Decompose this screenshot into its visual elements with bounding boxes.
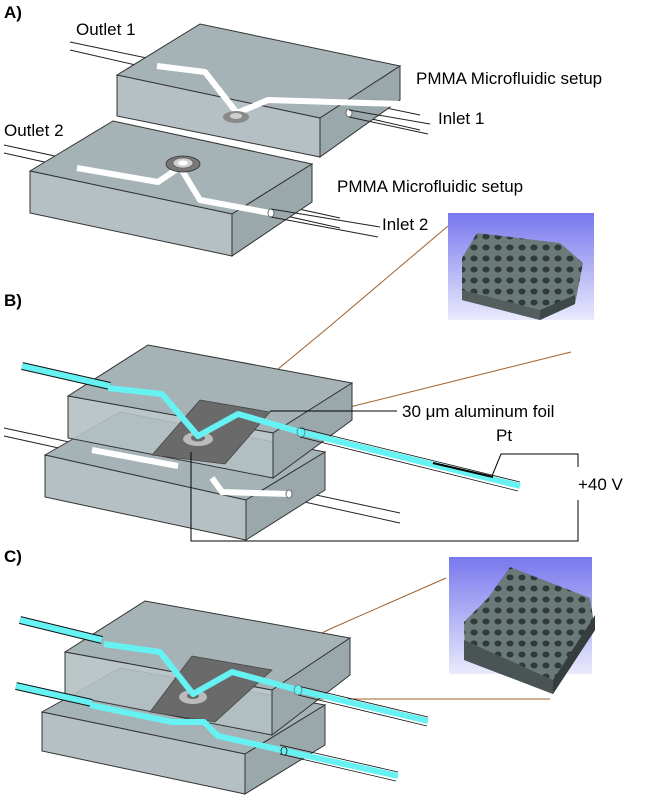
panel-c-label: C) [4, 547, 22, 566]
panel-b: B) [3, 225, 624, 542]
pt-label: Pt [496, 426, 512, 445]
membrane-inset-b [448, 213, 594, 320]
panel-a-label: A) [4, 3, 22, 22]
pt-electrode [432, 462, 494, 478]
voltage-circuit [190, 452, 579, 542]
voltage-label: +40 V [578, 475, 624, 494]
setup-top-label: PMMA Microfluidic setup [416, 69, 602, 88]
membrane-inset-c [449, 557, 595, 694]
channel-filled-c-top [103, 641, 429, 724]
panel-c: C) [4, 547, 550, 795]
panel-b-label: B) [4, 291, 22, 310]
setup-bottom-label: PMMA Microfluidic setup [337, 177, 523, 196]
pmma-block-top-a [69, 23, 431, 158]
channel-filled-c-bottom [89, 702, 399, 779]
outlet-2-label: Outlet 2 [4, 121, 64, 140]
inlet-2-label: Inlet 2 [382, 215, 428, 234]
foil-label: 30 μm aluminum foil [402, 402, 554, 421]
panel-a: A) Outlet 1 PMMA Microfluidic setup Inle… [3, 3, 602, 257]
outlet-1-label: Outlet 1 [76, 20, 136, 39]
inlet-1-label: Inlet 1 [438, 109, 484, 128]
channel-filled-b [107, 385, 521, 489]
pmma-block-bottom-a [3, 120, 381, 257]
